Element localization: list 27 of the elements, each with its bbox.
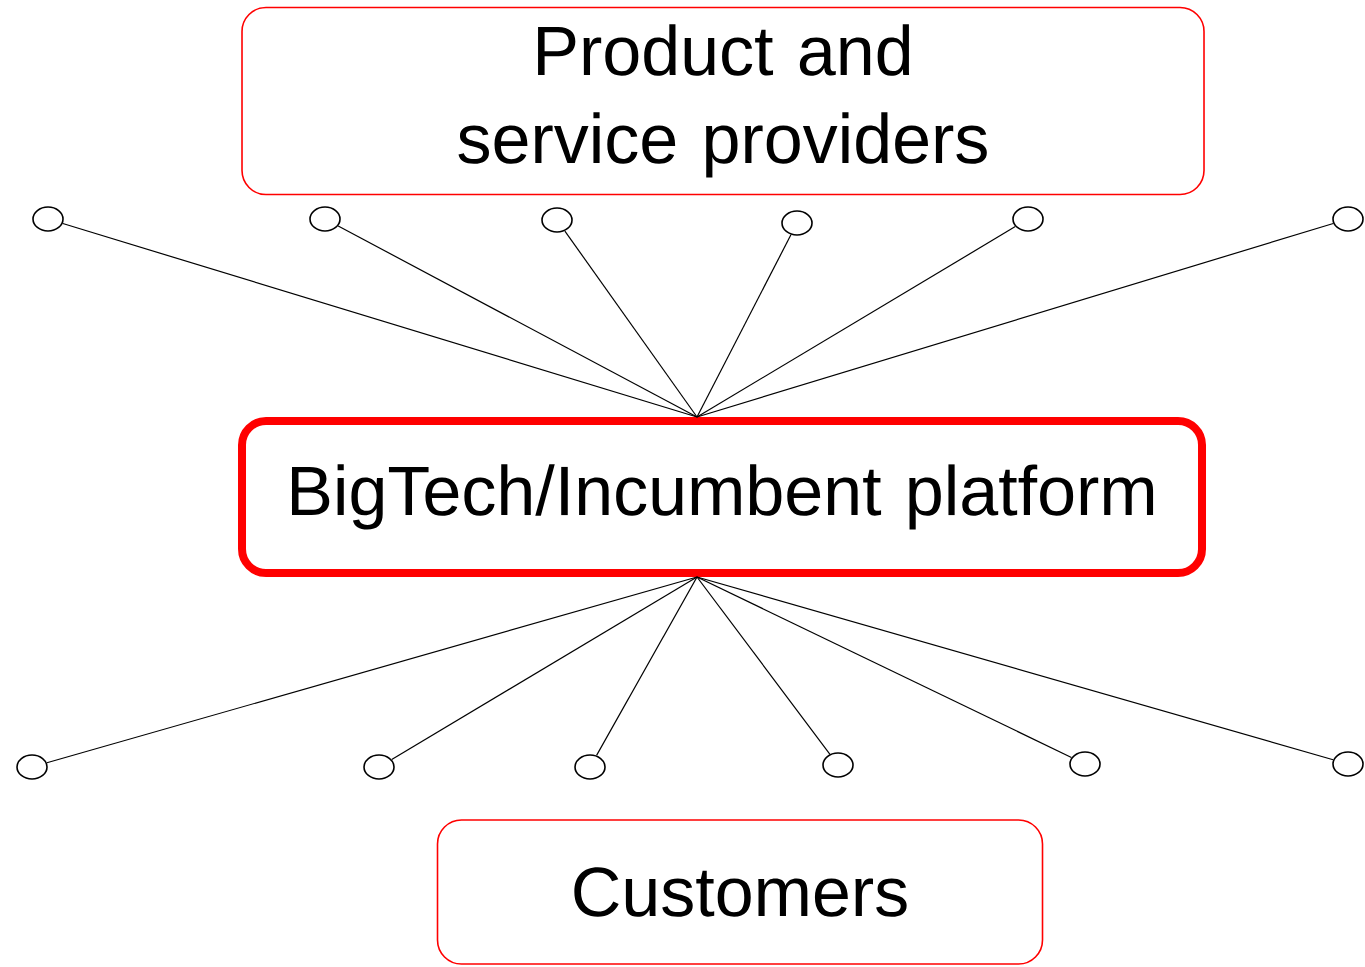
connector-line bbox=[391, 576, 698, 760]
connector-line bbox=[337, 225, 698, 418]
connector-line bbox=[696, 576, 1073, 759]
connector-circle bbox=[781, 210, 813, 236]
connector-circle bbox=[1012, 206, 1044, 232]
connector-circle bbox=[541, 207, 573, 233]
connector-circle bbox=[32, 206, 64, 232]
connector-circle bbox=[309, 206, 341, 232]
connector-circle bbox=[1332, 751, 1364, 777]
connector-circle bbox=[1332, 206, 1364, 232]
platform-box: BigTech/Incumbent platform bbox=[238, 417, 1206, 577]
connector-line bbox=[595, 576, 698, 756]
connector-circle bbox=[1069, 751, 1101, 777]
connector-line bbox=[696, 226, 1016, 418]
connector-line bbox=[696, 576, 1334, 761]
connector-circle bbox=[16, 754, 48, 780]
connector-line bbox=[564, 230, 698, 418]
connector-line bbox=[696, 222, 1334, 418]
connector-line bbox=[46, 576, 698, 764]
connector-circle bbox=[574, 754, 606, 780]
connector-line bbox=[696, 234, 792, 418]
connector-circle bbox=[363, 754, 395, 780]
connector-circle bbox=[822, 752, 854, 778]
provider-box: Product and service providers bbox=[241, 6, 1205, 196]
customer-box: Customers bbox=[436, 819, 1044, 965]
connector-line bbox=[696, 576, 831, 755]
connector-line bbox=[62, 222, 698, 418]
